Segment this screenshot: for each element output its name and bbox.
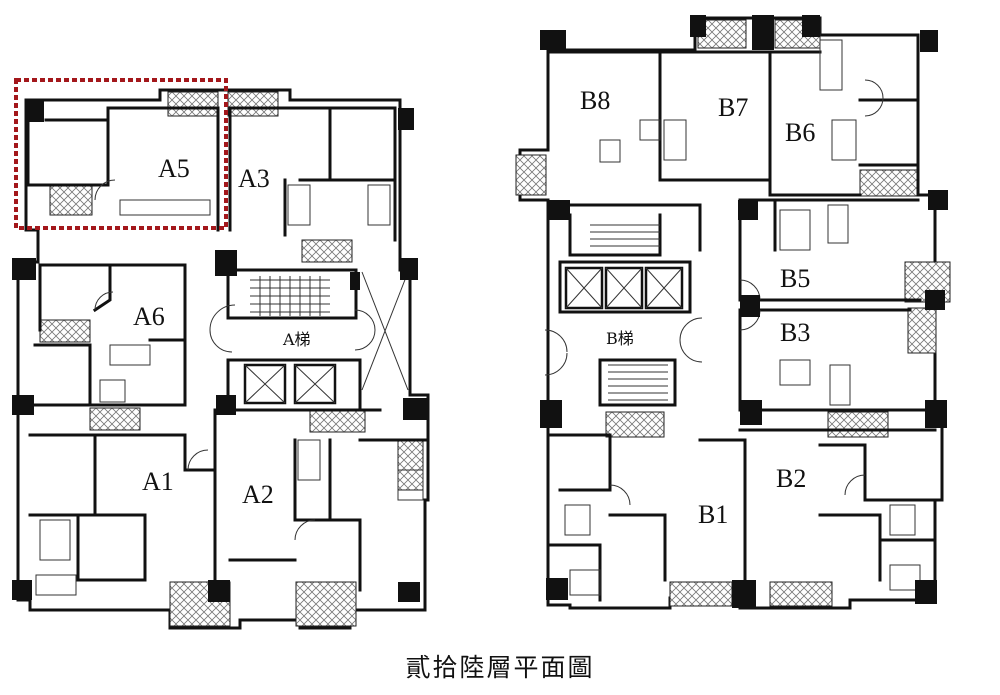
balcony bbox=[907, 307, 937, 354]
balcony bbox=[859, 169, 919, 197]
balcony bbox=[89, 407, 141, 431]
unit-a5-highlight[interactable] bbox=[14, 78, 228, 230]
unit-label: A1 bbox=[142, 467, 174, 496]
balcony bbox=[39, 319, 91, 343]
unit-label: A2 bbox=[242, 480, 274, 509]
unit-label: B1 bbox=[698, 500, 728, 529]
unit-label: B6 bbox=[785, 118, 815, 147]
unit-label: A6 bbox=[133, 302, 165, 331]
unit-label: B5 bbox=[780, 264, 810, 293]
unit-label: B7 bbox=[718, 93, 748, 122]
balcony bbox=[167, 91, 219, 117]
balcony bbox=[227, 91, 279, 117]
balcony bbox=[605, 411, 665, 438]
balcony bbox=[397, 439, 424, 491]
balcony bbox=[769, 581, 833, 607]
unit-label: A3 bbox=[238, 164, 270, 193]
core-label: A梯 bbox=[282, 330, 311, 349]
tower-b bbox=[515, 15, 951, 610]
balcony bbox=[49, 184, 93, 216]
plan-caption: 貳拾陸層平面圖 bbox=[405, 653, 595, 682]
balcony bbox=[515, 154, 547, 196]
balcony bbox=[301, 239, 353, 263]
balcony bbox=[309, 409, 366, 433]
unit-label: B2 bbox=[776, 464, 806, 493]
unit-label: A5 bbox=[158, 154, 190, 183]
balcony bbox=[827, 411, 889, 438]
balcony bbox=[295, 581, 357, 627]
core-label: B梯 bbox=[606, 329, 634, 348]
unit-label: B8 bbox=[580, 86, 610, 115]
tower-a bbox=[12, 88, 430, 630]
unit-label: B3 bbox=[780, 318, 810, 347]
balcony bbox=[669, 581, 733, 607]
